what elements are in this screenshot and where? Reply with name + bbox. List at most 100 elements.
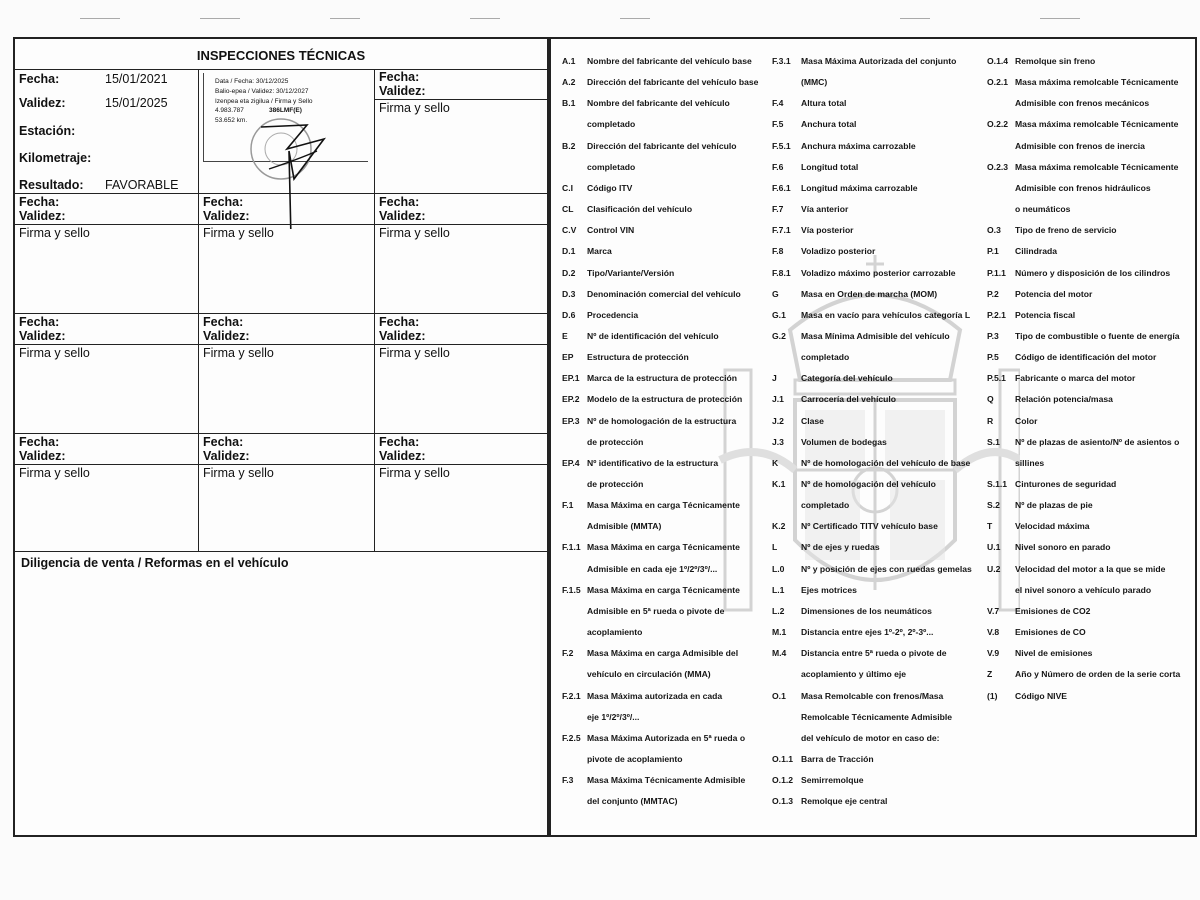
legend-code: F.7.1: [772, 225, 791, 236]
stamp-date: Data / Fecha: 30/12/2025: [215, 78, 289, 85]
legend-code: O.1.1: [772, 753, 794, 764]
legend-text: Tipo/Variante/Versión: [587, 267, 675, 278]
validez-label: Validez:: [379, 209, 426, 223]
legend-text: Masa máxima remolcable Técnicamente: [1015, 161, 1179, 172]
legend-code: F.5: [772, 119, 784, 130]
inspections-title: INSPECCIONES TÉCNICAS: [15, 39, 547, 70]
legend-code: E: [562, 330, 568, 341]
legend-code: A.1: [562, 56, 576, 66]
firma-label: Firma y sello: [203, 226, 274, 240]
legend-code: EP.4: [562, 457, 580, 468]
legend-text: Marca de la estructura de protección: [587, 373, 737, 384]
legend-text: Distancia entre 5ª rueda o pivote de: [801, 648, 947, 659]
legend-text: Longitud máxima carrozable: [801, 182, 918, 193]
legend-text: completado: [801, 352, 850, 363]
legend-text: Voladizo máximo posterior carrozable: [801, 267, 956, 278]
legend-code: G.1: [772, 309, 786, 320]
legend-text: Clase: [801, 415, 824, 426]
legend-text: Masa Máxima Técnicamente Admisible: [587, 775, 746, 786]
legend-text: Altura total: [801, 98, 847, 109]
legend-code: K: [772, 457, 779, 468]
legend-text: Longitud total: [801, 161, 859, 172]
legend-text: Procedencia: [587, 309, 639, 320]
legend-code: F.8.1: [772, 267, 791, 278]
legend-text: Admisible con frenos de inercia: [1015, 140, 1145, 151]
legend-text: Masa Máxima Autorizada en 5ª rueda o: [587, 732, 746, 743]
stamp-number: 4.983.787: [215, 107, 244, 114]
legend-code: P.1: [987, 246, 999, 257]
inspection-cell: Fecha:Validez: Firma y sello: [15, 194, 199, 314]
validez-label: Validez:: [379, 84, 426, 98]
legend-code: J.2: [772, 415, 784, 426]
legend-text: Potencia fiscal: [1015, 309, 1076, 320]
inspection-cell: Fecha:Validez: Firma y sello: [199, 314, 375, 434]
legend-text: Modelo de la estructura de protección: [587, 394, 743, 405]
stamp-code: 386LMF(E): [269, 107, 302, 114]
legend-text: Nombre del fabricante del vehículo base: [587, 56, 752, 66]
firma-label: Firma y sello: [379, 226, 450, 240]
legend-code: F.6.1: [772, 182, 791, 193]
legend-text: Remolque eje central: [801, 796, 888, 807]
legend-text: Número y disposición de los cilindros: [1015, 267, 1171, 278]
legend-text: Admisible con frenos hidráulicos: [1015, 182, 1151, 193]
legend-text: Nº de identificación del vehículo: [587, 330, 719, 341]
legend-text: Ejes motrices: [801, 584, 857, 595]
legend-text: Código ITV: [587, 182, 633, 193]
legend-text: Vía anterior: [801, 204, 849, 215]
legend-text: Admisible con frenos mecánicos: [1015, 98, 1150, 109]
firma-label: Firma y sello: [379, 346, 450, 360]
legend-code: P.3: [987, 330, 999, 341]
legend-code: F.5.1: [772, 140, 791, 151]
fecha-label: Fecha:: [203, 315, 244, 329]
legend-text: Año y Número de orden de la serie corta: [1015, 669, 1181, 680]
validez-label: Validez:: [203, 209, 250, 223]
legend-text: completado: [801, 500, 850, 511]
legend-text: Nº de homologación de la estructura: [587, 415, 737, 426]
validez-value: 15/01/2025: [105, 96, 168, 110]
legend-text: Código de identificación del motor: [1015, 352, 1157, 363]
inspection-1-cell: Fecha: 15/01/2021 Validez: 15/01/2025 Es…: [15, 69, 199, 194]
legend-code: O.2.2: [987, 119, 1009, 130]
legend-code: G: [772, 288, 779, 299]
legend-text: Nº de plazas de pie: [1015, 500, 1093, 511]
legend-code: Q: [987, 394, 994, 405]
legend-code: O.3: [987, 225, 1001, 236]
legend-code: P.1.1: [987, 267, 1006, 278]
inspection-cell: Fecha:Validez: Firma y sello: [15, 434, 199, 552]
legend-code: L.1: [772, 584, 785, 595]
firma-label: Firma y sello: [19, 466, 90, 480]
legend-text: Masa máxima remolcable Técnicamente: [1015, 119, 1179, 130]
validez-label: Validez:: [379, 449, 426, 463]
fecha-label: Fecha:: [203, 435, 244, 449]
firma-label: Firma y sello: [379, 101, 450, 115]
legend-code: S.1: [987, 436, 1000, 447]
firma-label: Firma y sello: [19, 346, 90, 360]
legend-code: L.2: [772, 605, 785, 616]
legend-code: Z: [987, 669, 993, 680]
legend-text: Masa en vacío para vehículos categoría L: [801, 309, 971, 320]
legend-code: K.1: [772, 479, 786, 489]
legend-text: Anchura máxima carrozable: [801, 140, 916, 151]
legend-code: V.7: [987, 605, 1000, 616]
legend-text: Dirección del fabricante del vehículo ba…: [587, 77, 759, 88]
legend-text: Masa Mínima Admisible del vehículo: [801, 330, 950, 341]
legend-text: Vía posterior: [801, 225, 854, 236]
legend-code: F.1.1: [562, 542, 581, 553]
legend-text: de protección: [587, 478, 644, 489]
legend-text: Emisiones de CO: [1015, 627, 1086, 638]
stamp-validity: Balio-epea / Validez: 30/12/2027: [215, 88, 309, 95]
legend-text: Nº Certificado TITV vehículo base: [801, 521, 938, 532]
legend-text: Tipo de freno de servicio: [1015, 225, 1117, 236]
legend-code: M.1: [772, 627, 787, 638]
inspection-cell: Fecha:Validez: Firma y sello: [375, 434, 547, 552]
legend-text: del vehículo de motor en caso de:: [801, 732, 940, 743]
legend-text: Control VIN: [587, 225, 635, 236]
legend-text: Admisible en 5ª rueda o pivote de: [587, 605, 725, 616]
legend-panel: A.1 Nombre del fabricante del vehículo ba…: [549, 37, 1197, 837]
inspection-cell: Fecha:Validez: Firma y sello: [375, 314, 547, 434]
resultado-label: Resultado:: [19, 178, 84, 192]
legend-code: O.2.1: [987, 77, 1009, 88]
inspection-2-cell: Data / Fecha: 30/12/2025 Balio-epea / Va…: [199, 69, 375, 229]
legend-text: el nivel sonoro a vehículo parado: [1015, 584, 1152, 595]
legend-code: D.1: [562, 246, 576, 257]
